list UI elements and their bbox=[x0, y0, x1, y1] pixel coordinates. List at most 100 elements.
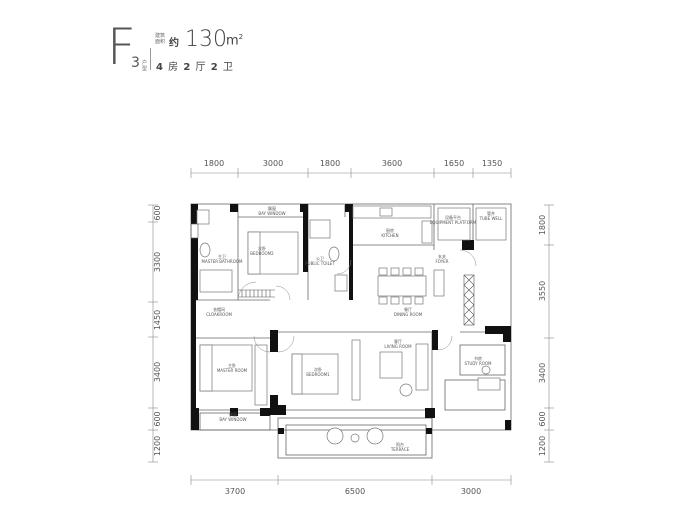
coffee-table bbox=[379, 351, 403, 379]
label-master-room-en: MASTER ROOM bbox=[217, 368, 248, 373]
public-shower bbox=[309, 219, 331, 239]
chair-3 bbox=[402, 267, 412, 276]
dimension-lines bbox=[148, 168, 554, 485]
label-bay-window-top-en: BAY WINDOW bbox=[258, 211, 285, 216]
area-value: 130 bbox=[185, 27, 227, 52]
area-unit-sup: 2 bbox=[238, 33, 244, 41]
unit-number: 3 bbox=[131, 55, 140, 71]
label-study-cn: 书房 bbox=[474, 355, 482, 361]
unit-letter: F bbox=[107, 18, 136, 76]
label-bay-window-bottom-en: BAY WINDOW bbox=[219, 417, 246, 422]
master-pillow bbox=[199, 344, 213, 392]
label-living-cn: 客厅 bbox=[394, 338, 402, 344]
terrace-table bbox=[350, 433, 360, 443]
terrace-chair-1 bbox=[326, 427, 344, 445]
room-labels: 飘窗 BAY WINDOW 次卧 BEDROOM2 主卫 MASTER BATH… bbox=[202, 205, 504, 452]
label-tube-well-cn: 管井 bbox=[487, 210, 495, 216]
study-chair bbox=[481, 365, 491, 375]
dim-left-6: 1200 bbox=[153, 436, 162, 456]
chair-7 bbox=[402, 296, 412, 305]
label-equipment-en: EQUIPMENT PLATFORM bbox=[430, 220, 477, 225]
dim-right-1: 1800 bbox=[538, 215, 547, 235]
hall-count: 2 bbox=[183, 62, 192, 73]
door-swings bbox=[237, 249, 477, 353]
sofa bbox=[415, 343, 429, 391]
label-dining-en: DINING ROOM bbox=[394, 312, 423, 317]
label-bedroom2-cn: 次卧 bbox=[258, 245, 266, 251]
chair-6 bbox=[390, 296, 400, 305]
title-divider bbox=[150, 48, 151, 70]
dining-table bbox=[377, 275, 427, 297]
dim-top-5: 1650 bbox=[444, 159, 464, 168]
hall-word: 厅 bbox=[195, 62, 207, 73]
area-caption: 建筑面积 bbox=[155, 33, 166, 45]
foyer-cabinet bbox=[433, 269, 445, 297]
dim-left-4: 3400 bbox=[153, 362, 162, 382]
structural-walls bbox=[191, 204, 511, 434]
label-terrace-en: TERRACE bbox=[390, 447, 410, 452]
label-terrace-cn: 阳台 bbox=[396, 441, 404, 447]
label-tube-well-en: TUBE WELL bbox=[479, 216, 504, 221]
label-kitchen-cn: 厨房 bbox=[386, 227, 394, 233]
equipment-box bbox=[437, 207, 471, 241]
dim-bottom-2: 6500 bbox=[345, 487, 365, 496]
bedroom-word: 房 bbox=[168, 62, 180, 73]
bath-count: 2 bbox=[210, 62, 219, 73]
dim-top-6: 1350 bbox=[482, 159, 502, 168]
area-approx: 约 bbox=[169, 38, 179, 49]
master-shower bbox=[199, 269, 233, 293]
label-dining-cn: 餐厅 bbox=[404, 306, 412, 312]
master-toilet bbox=[199, 242, 211, 258]
chair-8 bbox=[414, 296, 424, 305]
area-unit-base: m bbox=[226, 33, 239, 49]
fixtures bbox=[196, 205, 507, 445]
label-bedroom1-cn: 次卧 bbox=[314, 366, 322, 372]
label-bedroom1-en: BEDROOM1 bbox=[306, 372, 330, 377]
label-study-en: STUDY ROOM bbox=[464, 361, 492, 366]
label-cloakroom-cn: 衣帽间 bbox=[213, 306, 225, 312]
label-foyer-cn: 玄关 bbox=[438, 253, 446, 259]
dim-top-2: 3000 bbox=[263, 159, 283, 168]
chair-2 bbox=[390, 267, 400, 276]
bedroom1-pillow bbox=[291, 353, 303, 395]
chair-4 bbox=[414, 267, 424, 276]
label-kitchen-en: KITCHEN bbox=[381, 233, 398, 238]
label-bay-window-top-cn: 飘窗 bbox=[268, 205, 276, 211]
label-public-toilet-en: PUBLIC TOILET bbox=[305, 261, 335, 266]
tv-cabinet bbox=[351, 339, 361, 401]
label-public-toilet-cn: 公卫 bbox=[316, 256, 324, 261]
label-bay-window-bottom-cn: 飘窗 bbox=[229, 411, 237, 417]
label-foyer-en: FOYER bbox=[436, 259, 449, 264]
area-unit: m2 bbox=[226, 33, 243, 48]
study-desk bbox=[477, 377, 501, 391]
bath-word: 卫 bbox=[222, 62, 234, 73]
dim-right-5: 1200 bbox=[538, 436, 547, 456]
bedroom-count: 4 bbox=[156, 62, 164, 73]
chair-1 bbox=[378, 267, 388, 276]
room-count: 4 房 2 厅 2 卫 bbox=[156, 58, 234, 73]
dim-right-4: 600 bbox=[538, 411, 547, 426]
bedroom2-pillow bbox=[247, 231, 261, 275]
dim-left-2: 3300 bbox=[153, 252, 162, 272]
label-equipment-cn: 设备平台 bbox=[445, 214, 461, 220]
armchair bbox=[399, 383, 413, 397]
dim-left-1: 600 bbox=[153, 205, 162, 220]
label-cloakroom-en: CLOAKROOM bbox=[206, 312, 232, 317]
cloak-rail bbox=[238, 289, 275, 298]
tube-well-box bbox=[475, 207, 507, 241]
terrace-chair-2 bbox=[366, 427, 384, 445]
title-block: F 3 户型 建筑面积 约 130 m2 4 房 2 厅 2 卫 bbox=[0, 0, 700, 100]
chair-5 bbox=[378, 296, 388, 305]
dim-bottom-1: 3700 bbox=[225, 487, 245, 496]
dim-right-3: 3400 bbox=[538, 363, 547, 383]
kitchen-sink bbox=[379, 207, 393, 217]
dim-right-2: 3550 bbox=[538, 281, 547, 301]
dim-top-4: 3600 bbox=[382, 159, 402, 168]
label-master-bath-cn: 主卫 bbox=[218, 253, 226, 259]
master-sink bbox=[196, 209, 210, 225]
label-living-en: LIVING ROOM bbox=[384, 344, 412, 349]
unit-caption: 户型 bbox=[142, 60, 148, 72]
window-hatch bbox=[190, 223, 475, 326]
dim-bottom-3: 3000 bbox=[461, 487, 481, 496]
